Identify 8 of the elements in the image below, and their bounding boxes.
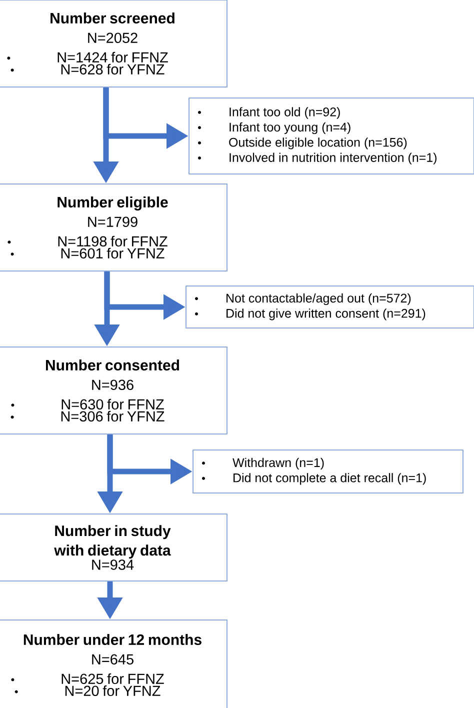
flow-box: Number consented N=936 N=630 for FFNZ N=306 for YFNZ [0,346,228,434]
flow-box: Number screened N=2052 N=1424 for FFNZ N=628 for YFNZ [0,0,228,88]
exclusion-box: Infant too old (n=92) Infant too young (n=4) Outside eligible location (n=156) Involved in nutrition intervention (n=1) [188,98,474,174]
exclusion-box: Not contactable/aged out (n=572) Did not give written consent (n=291) [186,286,474,328]
flow-box: Number eligible N=1799 N=1198 for FFNZ N=601 for YFNZ [0,184,228,272]
exclusion-box: Withdrawn (n=1) Did not complete a diet recall (n=1) [192,450,464,494]
flow-box: Number under 12 months N=645 N=625 for FFNZ N=20 for YFNZ [0,620,228,708]
flow-box: Number in study with dietary data N=934 [0,514,228,582]
